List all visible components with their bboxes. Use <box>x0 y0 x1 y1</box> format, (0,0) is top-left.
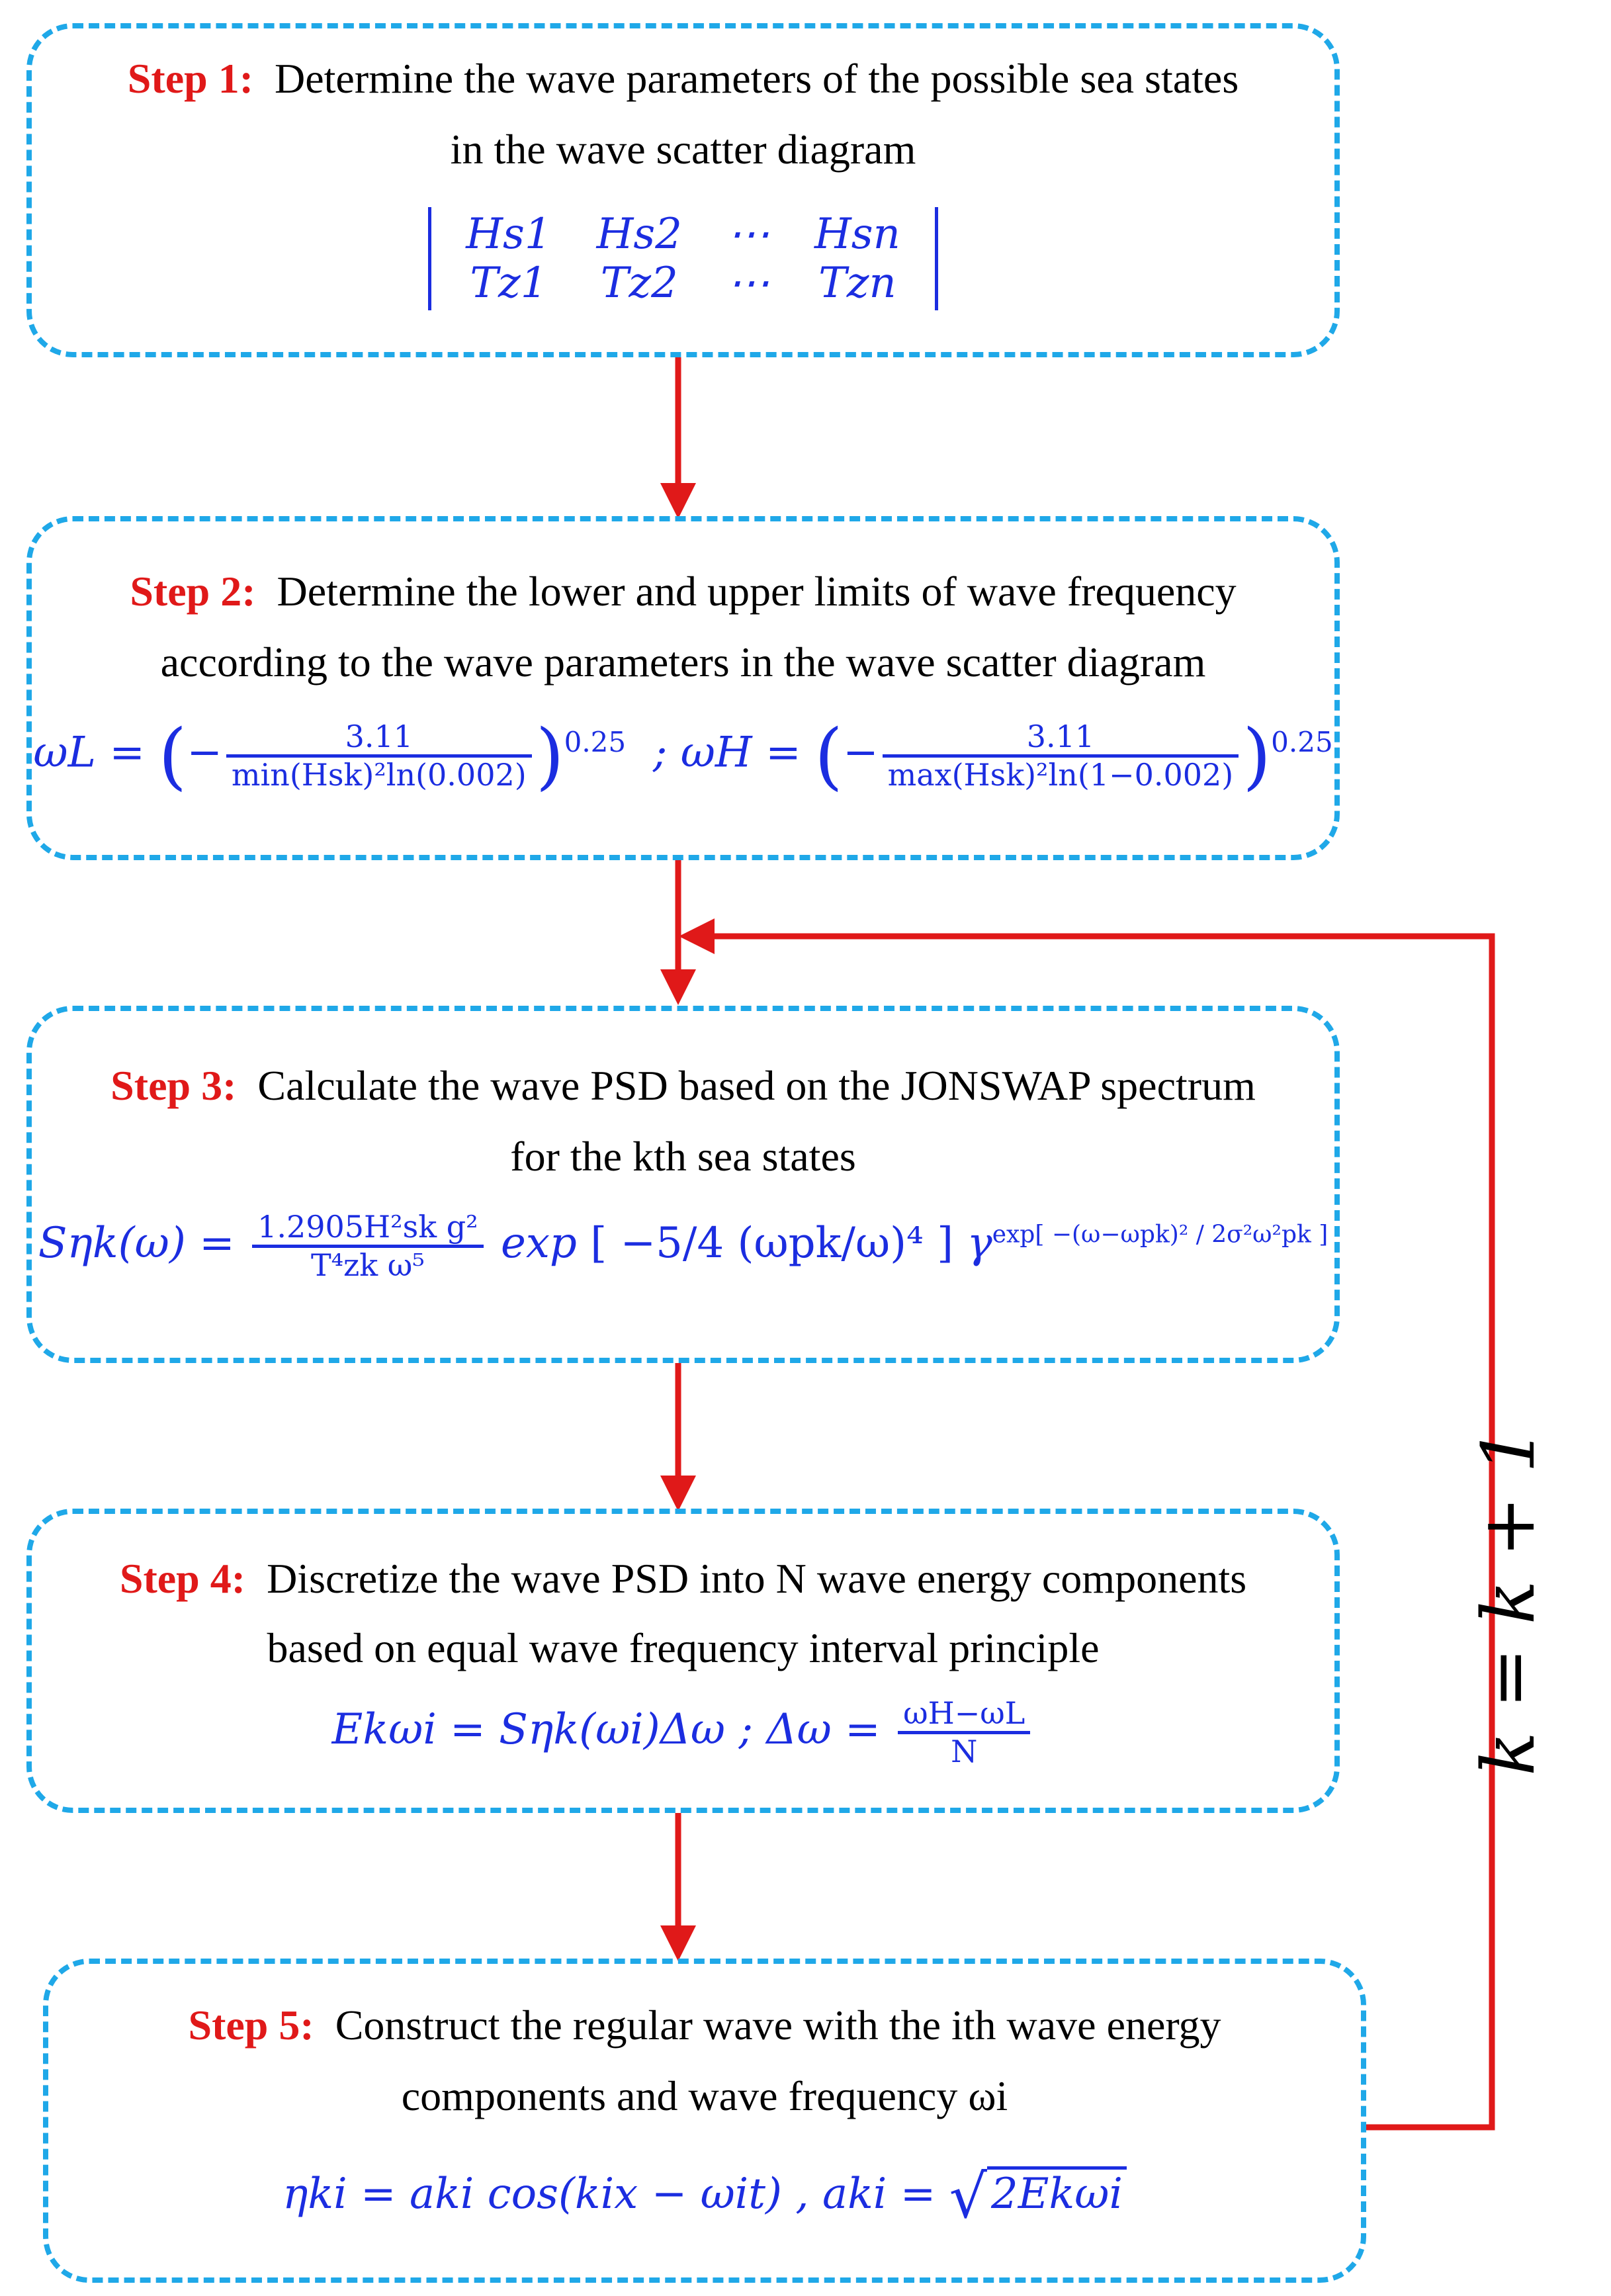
step5-box: Step 5: Construct the regular wave with … <box>43 1959 1366 2283</box>
step3-line2: for the kth sea states <box>510 1133 856 1180</box>
step1-line1: Step 1: Determine the wave parameters of… <box>127 55 1239 102</box>
step4-line2: based on equal wave frequency interval p… <box>267 1624 1100 1671</box>
step5-line1: Step 5: Construct the regular wave with … <box>188 2002 1221 2049</box>
step2-box: Step 2: Determine the lower and upper li… <box>26 516 1340 860</box>
step5-line2: components and wave frequency ωi <box>401 2072 1008 2119</box>
step1-line2: in the wave scatter diagram <box>450 126 916 173</box>
step3-line1: Step 3: Calculate the wave PSD based on … <box>110 1062 1256 1109</box>
step2-line2: according to the wave parameters in the … <box>160 639 1206 685</box>
step2-line1: Step 2: Determine the lower and upper li… <box>130 568 1237 615</box>
step4-line1: Step 4: Discretize the wave PSD into N w… <box>119 1555 1247 1602</box>
loop-connector <box>679 918 1495 2131</box>
step1-box: Step 1: Determine the wave parameters of… <box>26 23 1340 357</box>
step3-box: Step 3: Calculate the wave PSD based on … <box>26 1006 1340 1363</box>
step5-formula: ηki = aki cos(kix − ωit) , aki = √2Ekωi <box>48 2162 1361 2232</box>
step4-box: Step 4: Discretize the wave PSD into N w… <box>26 1509 1340 1813</box>
